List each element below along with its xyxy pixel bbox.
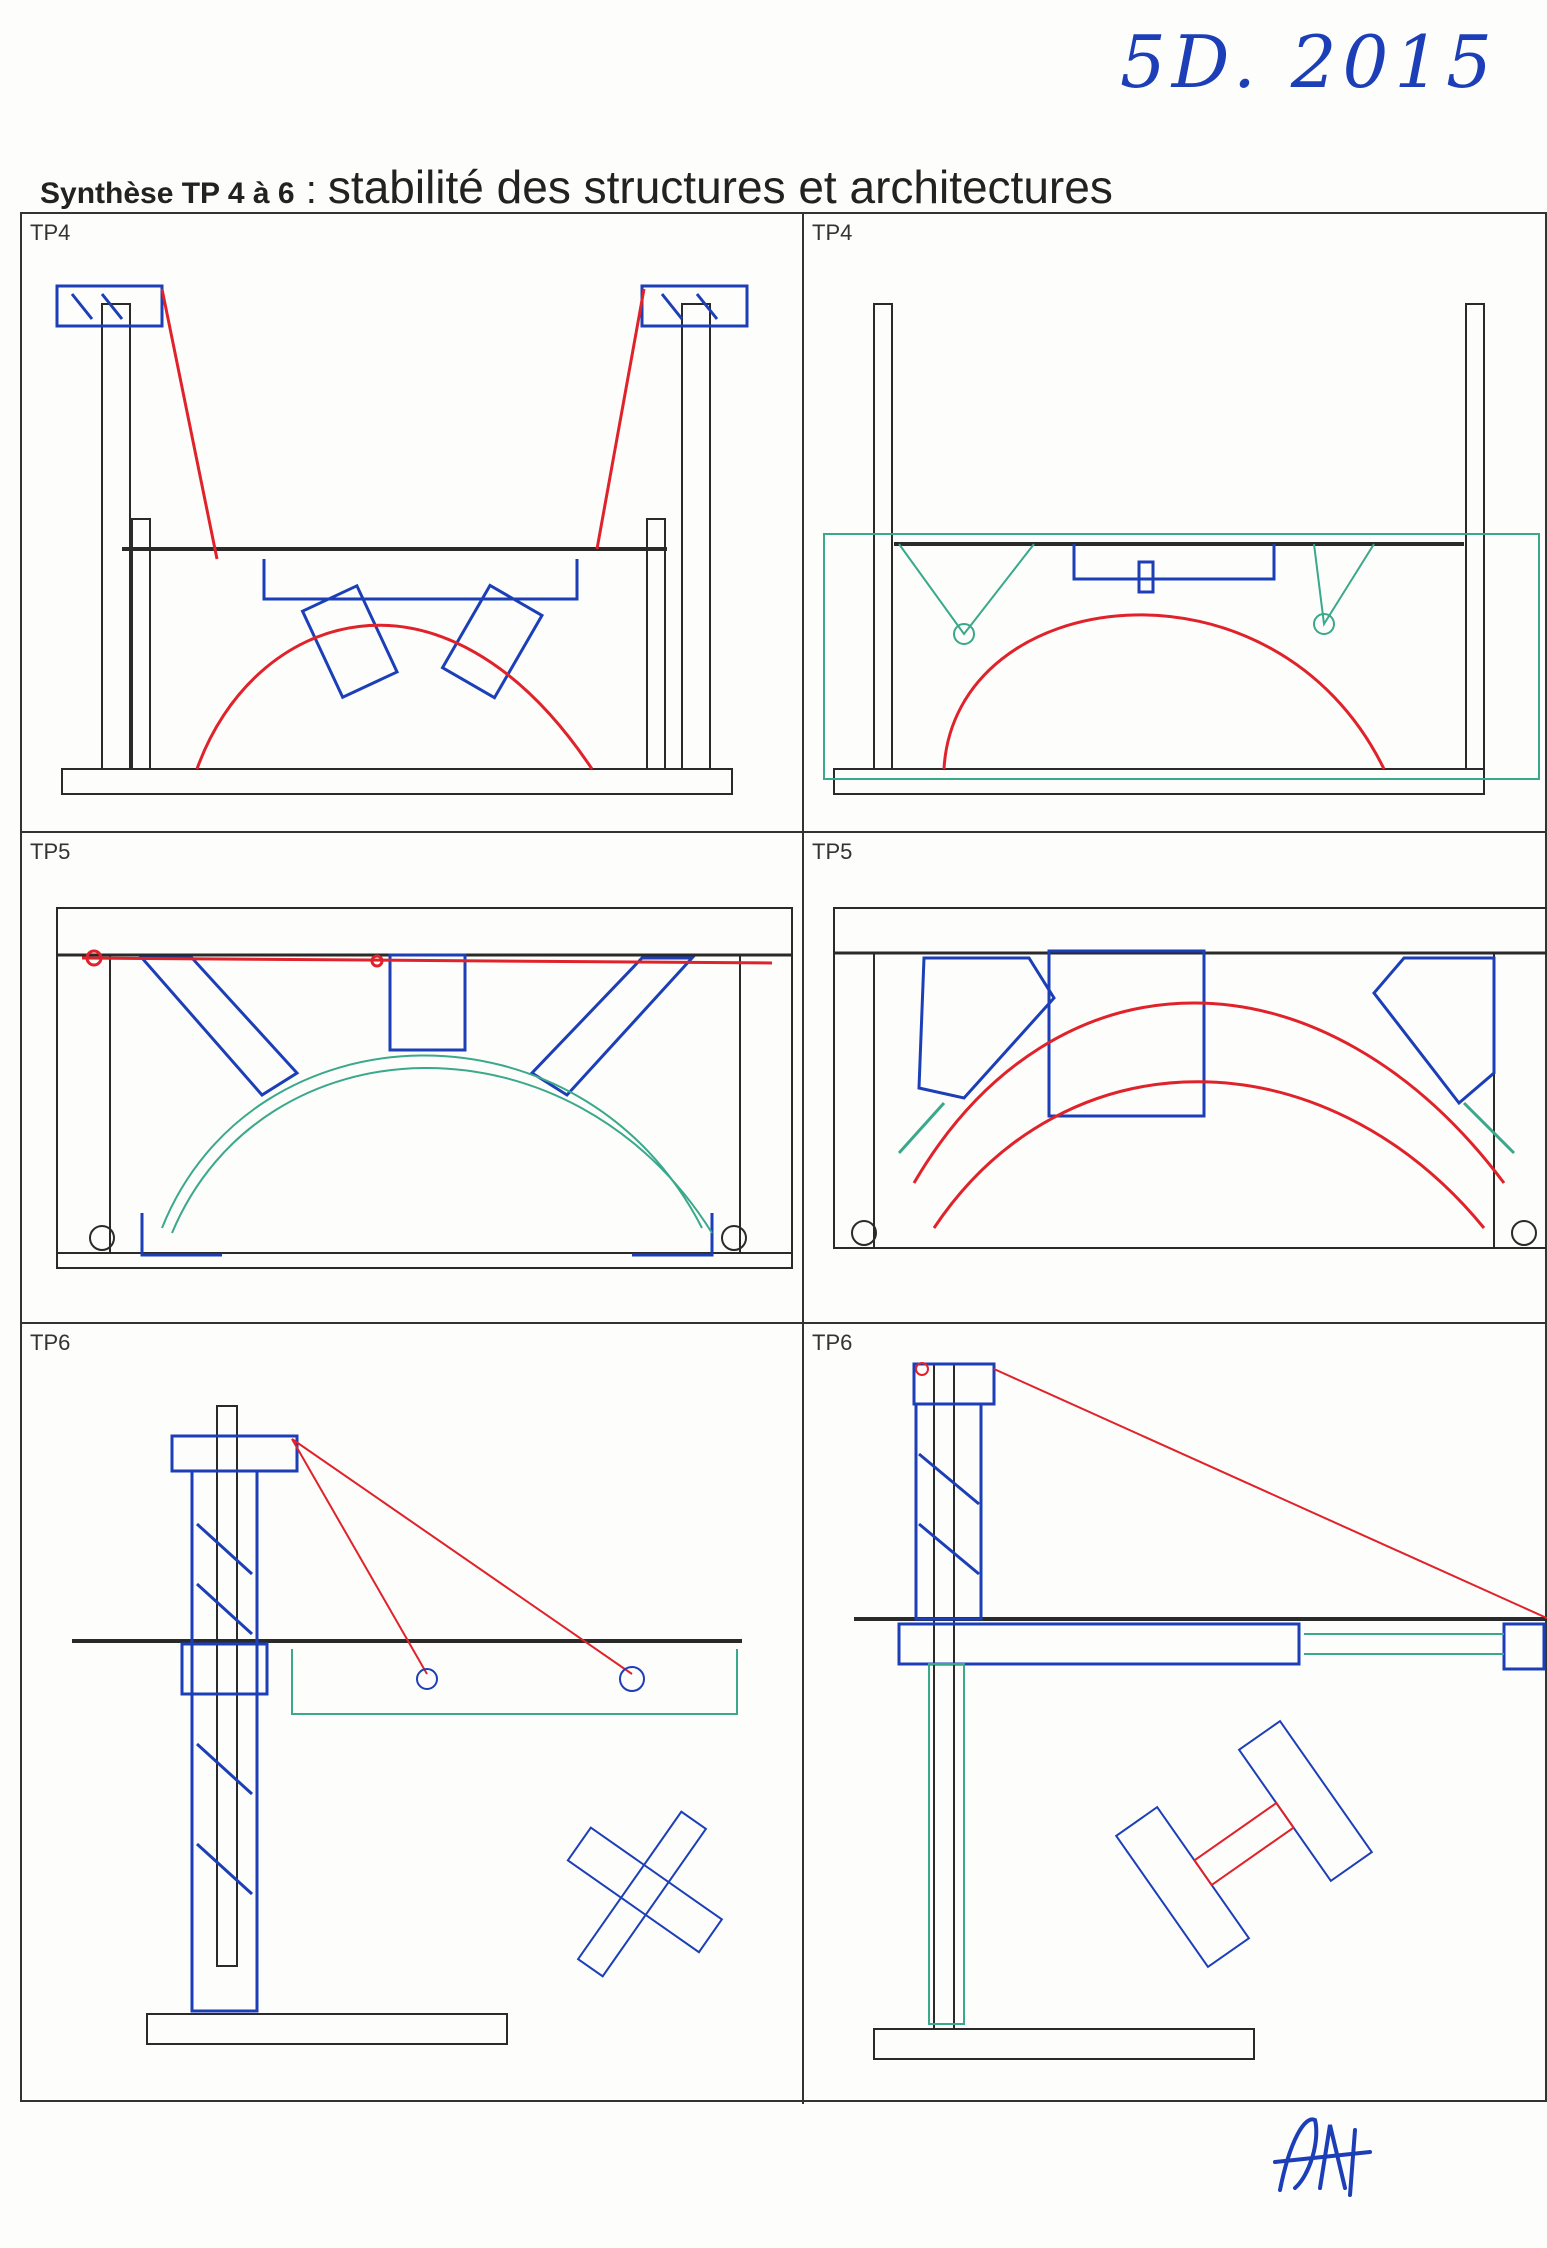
panel-tp6-right: TP6	[804, 1324, 1547, 2104]
panel-label: TP4	[30, 220, 71, 245]
tp4-left-drawing	[55, 284, 749, 795]
panel-label: TP5	[30, 839, 71, 864]
tp5-right-drawing	[833, 907, 1547, 1249]
handwritten-date: 5D. 2015	[1120, 20, 1498, 104]
panel-tp6-left: TP6	[22, 1324, 802, 2104]
page-title: Synthèse TP 4 à 6 : stabilité des struct…	[40, 160, 1113, 214]
panel-tp5-left: TP5	[22, 833, 802, 1322]
title-bold-part: Synthèse TP 4 à 6	[40, 177, 295, 210]
grid-divider-vertical	[802, 214, 804, 2104]
panel-label: TP4	[812, 220, 853, 245]
panel-tp5-right: TP5	[804, 833, 1547, 1322]
title-separator: :	[294, 168, 328, 212]
tp4-right-drawing	[823, 303, 1540, 795]
panel-label: TP6	[30, 1330, 71, 1355]
tp6-left-drawing	[72, 1405, 742, 2045]
panel-label: TP5	[812, 839, 853, 864]
panel-tp4-left: TP4	[22, 214, 802, 831]
grid-divider-row2	[22, 1322, 1545, 1324]
handwritten-signature-icon	[1273, 2117, 1372, 2197]
panel-tp4-right: TP4	[804, 214, 1547, 831]
title-rest-part: stabilité des structures et architecture…	[327, 161, 1113, 213]
panel-label: TP6	[812, 1330, 853, 1355]
tp-grid: TP4	[20, 212, 1547, 2104]
grid-divider-row1	[22, 831, 1545, 833]
tp6-right-drawing	[854, 1362, 1547, 2060]
tp5-left-drawing	[56, 907, 793, 1269]
